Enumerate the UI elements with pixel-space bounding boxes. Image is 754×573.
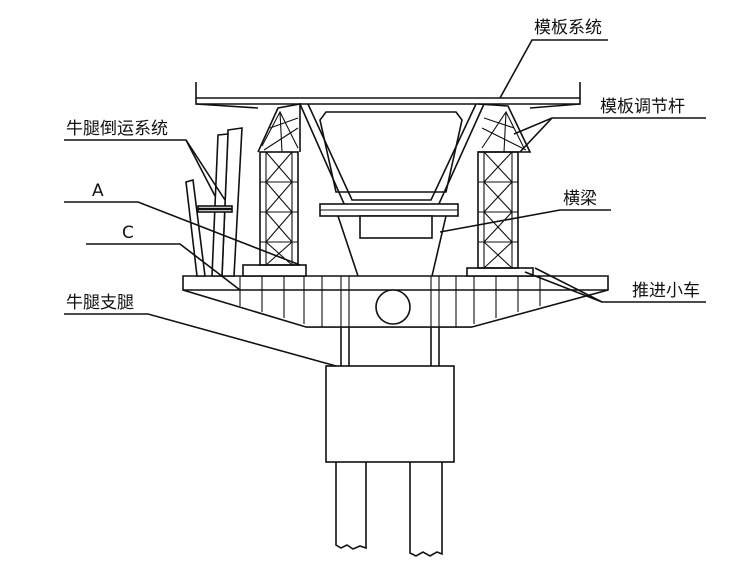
label-c: C xyxy=(122,223,134,243)
label-bracket-transfer-system: 牛腿倒运系统 xyxy=(66,119,168,139)
leader-a xyxy=(64,201,301,266)
lattice-tower-left xyxy=(259,151,299,266)
lattice-tower-right xyxy=(477,151,519,269)
leader-c xyxy=(86,243,241,291)
push-trolley-left xyxy=(242,264,307,277)
transfer-mast xyxy=(185,127,243,277)
crossbeam xyxy=(319,203,459,277)
label-bracket-support: 牛腿支腿 xyxy=(66,293,134,313)
box-girder-formwork xyxy=(299,103,485,207)
leader-crossbeam xyxy=(439,209,611,233)
leader-bracket-support xyxy=(64,313,337,367)
label-a: A xyxy=(92,181,104,201)
leader-lines xyxy=(64,39,706,367)
label-formwork-adjust-rod: 模板调节杆 xyxy=(600,97,685,117)
platform-hole xyxy=(375,289,411,325)
label-crossbeam: 横梁 xyxy=(563,189,597,209)
leader-formwork-system xyxy=(499,39,608,99)
formwork-deck xyxy=(195,82,581,109)
label-formwork-system: 模板系统 xyxy=(534,18,602,38)
bracket-platform xyxy=(182,275,609,328)
truss-right xyxy=(477,103,532,153)
label-push-trolley: 推进小车 xyxy=(632,281,700,301)
push-trolley-right xyxy=(466,267,534,277)
pier-cap xyxy=(325,365,455,463)
pile-columns xyxy=(335,462,443,557)
pier-shaft xyxy=(306,326,472,366)
leader-formwork-adjust-rod xyxy=(513,117,706,135)
truss-left xyxy=(257,103,301,153)
